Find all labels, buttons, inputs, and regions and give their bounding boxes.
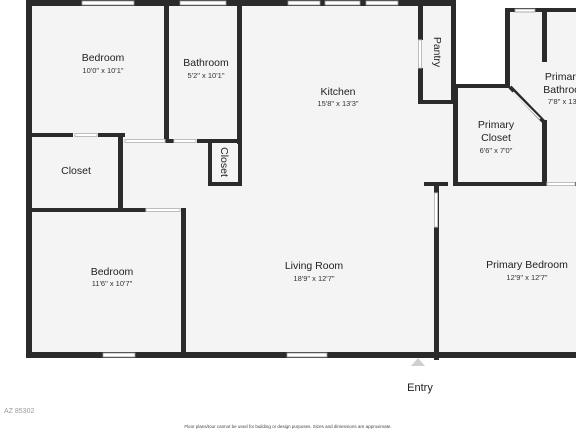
bedroom1-dims: 10'0" x 10'1" bbox=[82, 66, 123, 75]
pantry-name: Pantry bbox=[431, 37, 443, 68]
bedroom2-name: Bedroom bbox=[91, 266, 134, 278]
bedroom2-dims: 11'6" x 10'7" bbox=[92, 279, 133, 288]
angled-wall-inner bbox=[512, 91, 541, 120]
windows bbox=[81, 0, 536, 358]
primary-bath-dims: 7'8" x 13' bbox=[548, 97, 576, 106]
primary-bedroom-name: Primary Bedroom bbox=[486, 259, 568, 271]
primary-bedroom-dims: 12'9" x 12'7" bbox=[506, 273, 547, 282]
doors bbox=[74, 39, 576, 228]
bedroom1-name: Bedroom bbox=[82, 52, 125, 64]
small-closet-name: Closet bbox=[218, 147, 230, 177]
kitchen-dims: 15'8" x 13'3" bbox=[317, 99, 358, 108]
primary-closet-name-2: Closet bbox=[481, 132, 511, 144]
primary-closet-dims: 6'6" x 7'0" bbox=[480, 146, 513, 155]
bathroom-dims: 5'2" x 10'1" bbox=[188, 71, 225, 80]
left-closet-name: Closet bbox=[61, 165, 91, 177]
footer-disclaimer: Floor plans/tour cannot be used for buil… bbox=[184, 424, 392, 429]
angled-wall bbox=[508, 85, 546, 124]
entry-label: Entry bbox=[407, 382, 433, 394]
bathroom-name: Bathroom bbox=[183, 57, 229, 69]
living-room-dims: 18'9" x 12'7" bbox=[293, 274, 334, 283]
living-room-name: Living Room bbox=[285, 260, 344, 272]
primary-closet-name-1: Primary bbox=[478, 119, 515, 131]
watermark-text: AZ 85302 bbox=[4, 408, 35, 415]
primary-bath-name-2: Bathroom bbox=[543, 84, 576, 96]
entry-arrow-icon bbox=[411, 358, 425, 366]
kitchen-name: Kitchen bbox=[320, 86, 355, 98]
primary-bath-name-1: Primary bbox=[545, 71, 576, 83]
